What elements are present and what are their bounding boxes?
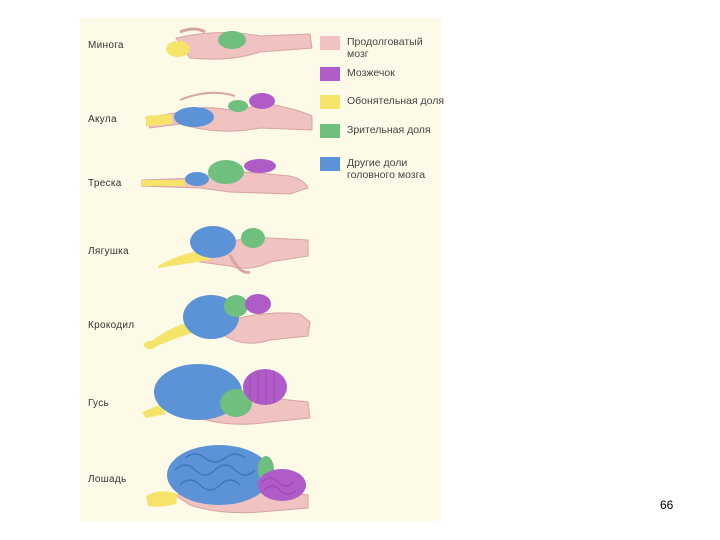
legend-label-other: Другие доли головного мозга <box>347 157 426 181</box>
label-goose: Гусь <box>88 398 110 409</box>
legend-swatch-cerebellum <box>320 67 340 81</box>
legend-item-optic: Зрительная доля <box>320 124 447 138</box>
brain-cod <box>141 159 309 195</box>
page-number: 66 <box>660 498 674 512</box>
legend-label-cerebellum: Мозжечок <box>347 67 395 79</box>
brain-frog <box>158 226 309 274</box>
legend-swatch-medulla <box>320 36 340 50</box>
brain-crocodile <box>144 294 311 349</box>
brain-lamprey <box>166 27 313 60</box>
label-crocodile: Крокодил <box>88 320 135 331</box>
label-shark: Акула <box>88 114 117 125</box>
brain-goose <box>142 364 311 425</box>
label-cod: Треска <box>88 178 122 189</box>
legend-label-olfactory: Обонятельная доля <box>347 95 445 107</box>
brain-shark <box>145 91 313 132</box>
legend-swatch-other <box>320 157 340 171</box>
legend-label-optic: Зрительная доля <box>347 124 431 136</box>
legend-item-cerebellum: Мозжечок <box>320 67 447 81</box>
legend-swatch-olfactory <box>320 95 340 109</box>
legend-label-medulla: Продолговатый мозг <box>347 36 423 60</box>
legend-item-other: Другие доли головного мозга <box>320 157 447 181</box>
brain-horse <box>146 445 309 514</box>
legend-item-medulla: Продолговатый мозг <box>320 36 447 60</box>
legend-swatch-optic <box>320 124 340 138</box>
label-frog: Лягушка <box>88 246 129 257</box>
legend-item-olfactory: Обонятельная доля <box>320 95 447 109</box>
label-lamprey: Минога <box>88 40 124 51</box>
label-horse: Лошадь <box>88 474 127 485</box>
